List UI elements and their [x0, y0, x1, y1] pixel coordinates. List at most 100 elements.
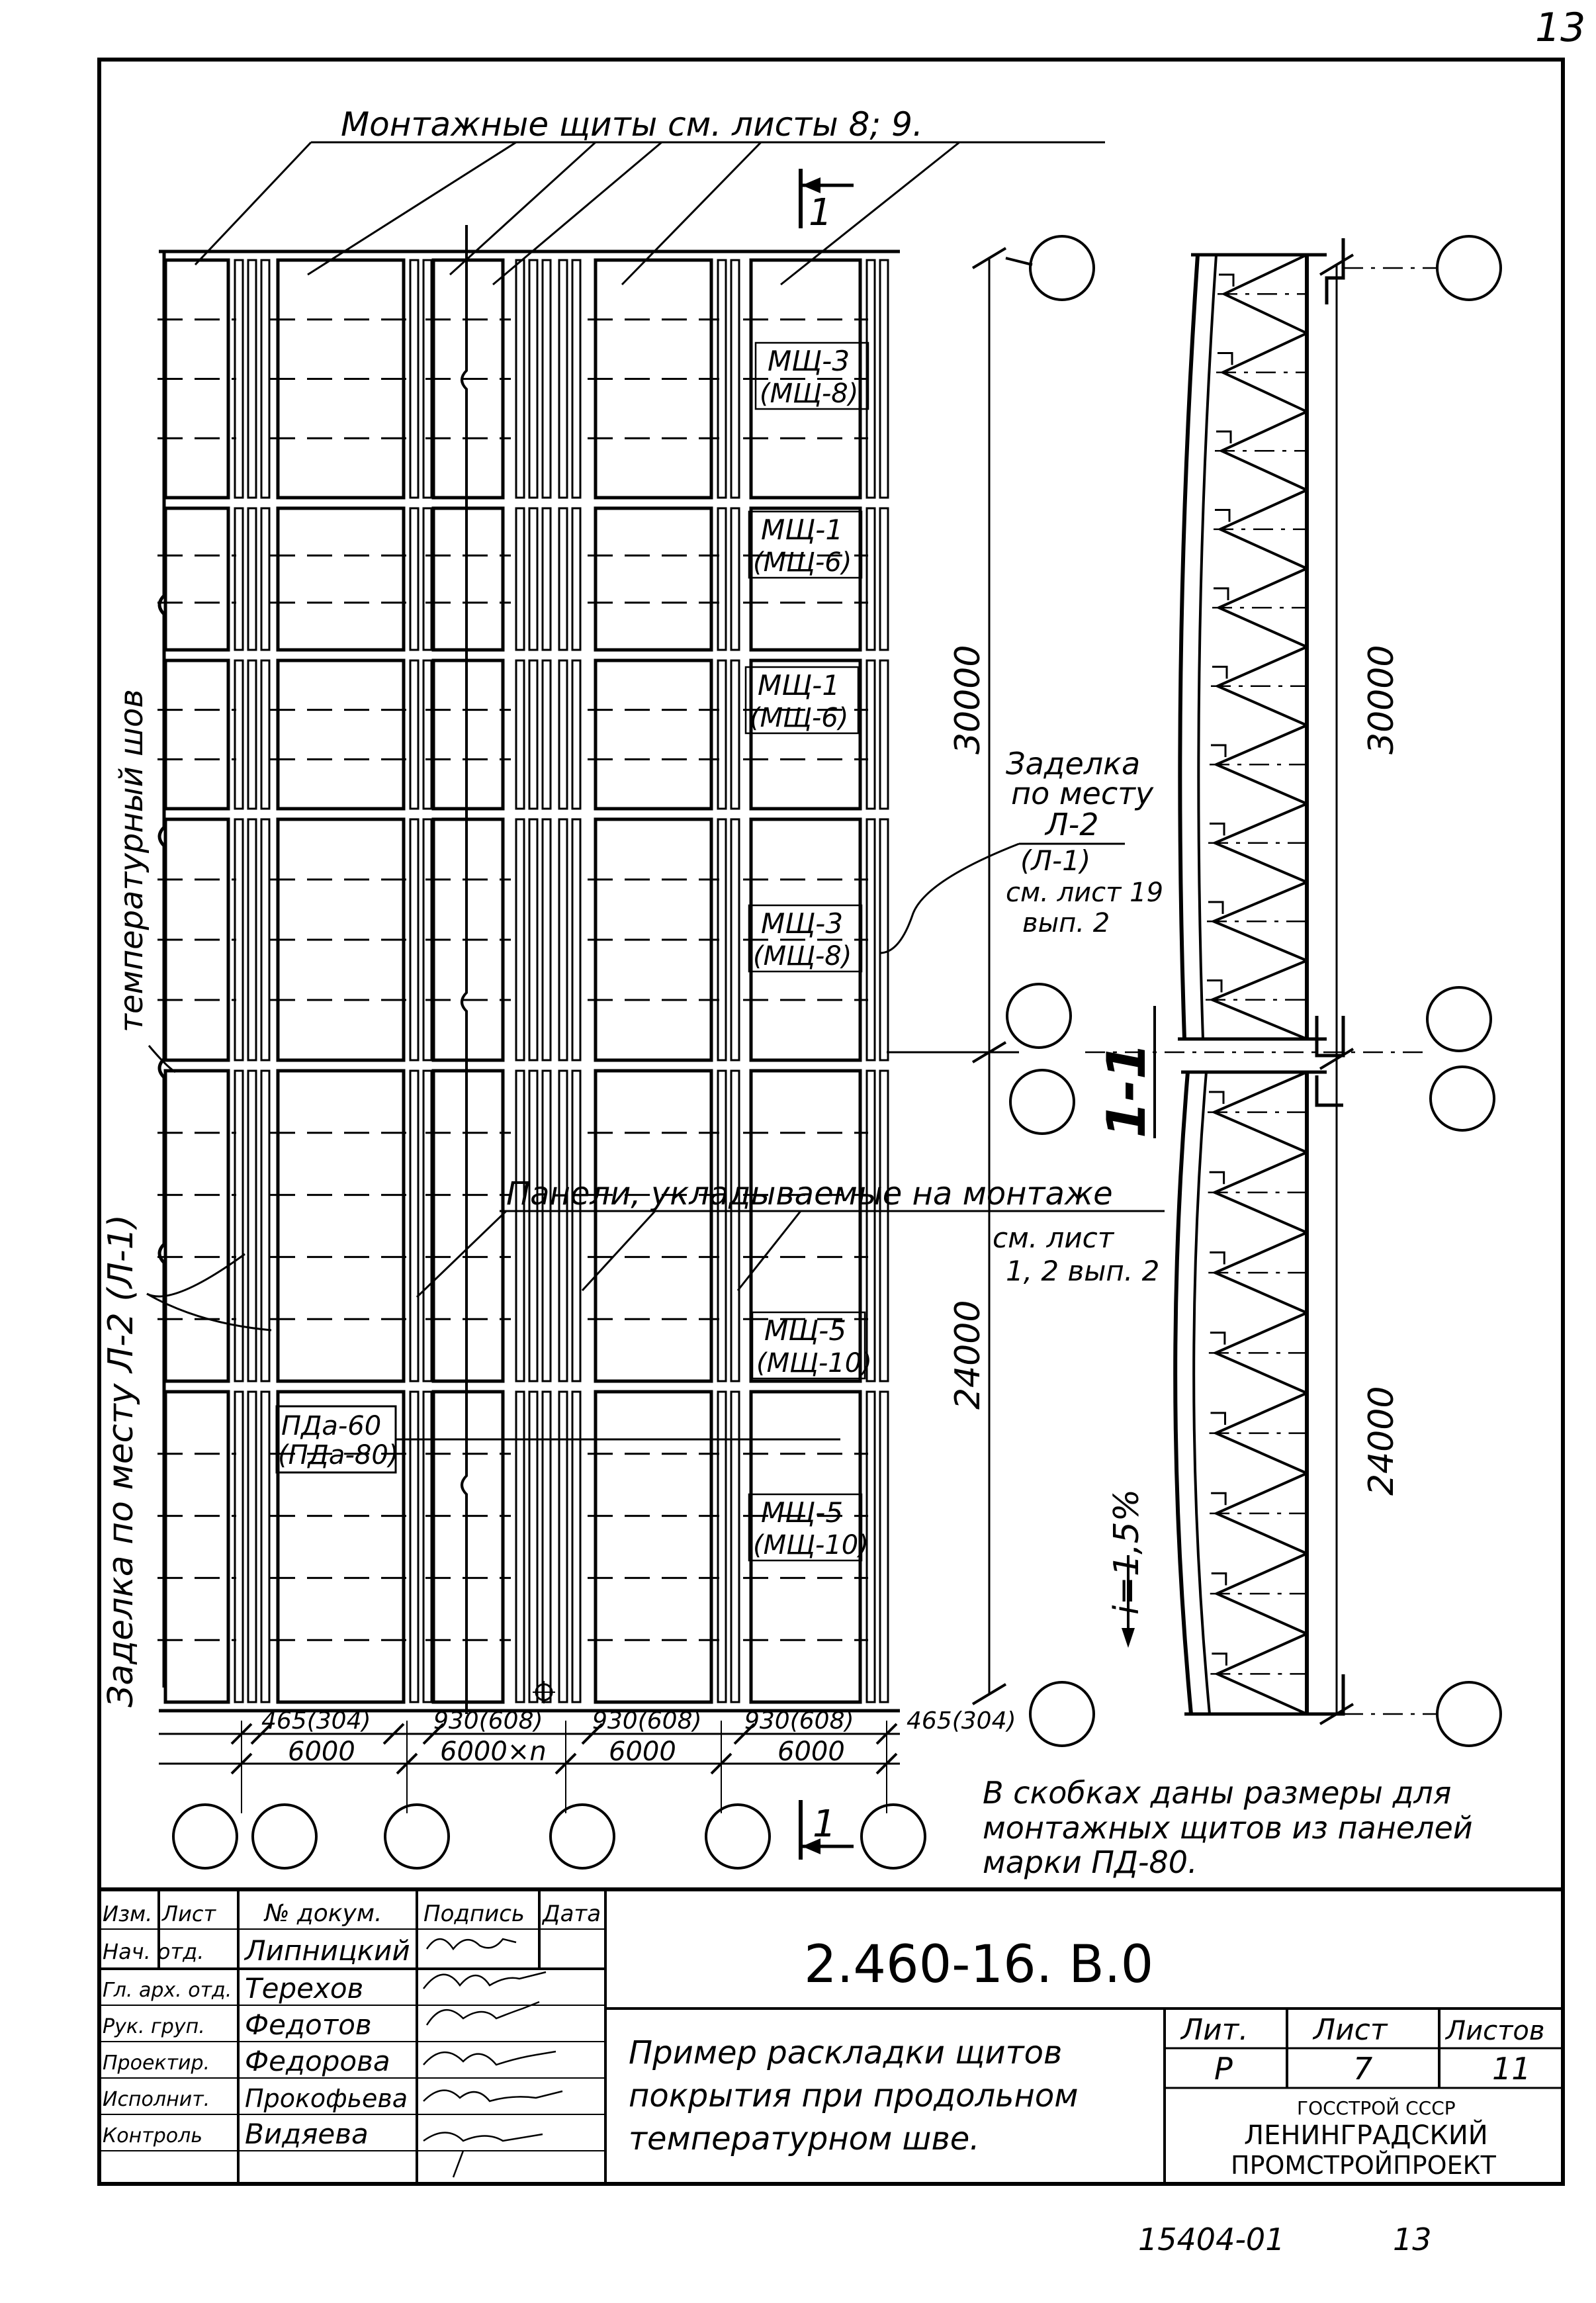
tb-name-3: Федотов	[245, 2009, 372, 2041]
panels-label: Монтажные щиты см. листы 8; 9.	[341, 105, 923, 144]
joint-strip	[247, 507, 257, 651]
panel-grid	[157, 249, 900, 1713]
purlin-bracket	[1211, 744, 1227, 757]
shield-panel	[276, 658, 406, 811]
joint-strip	[515, 659, 525, 810]
joint-strip	[247, 659, 257, 810]
seal-right-3: Л-2	[1044, 807, 1098, 842]
joint-strip	[571, 1069, 582, 1382]
laid-panels-label: Панели, укладываемые на монтаже	[506, 1175, 1113, 1212]
purlin-bracket	[1216, 430, 1232, 443]
purlin-bracket	[1219, 273, 1235, 287]
joint-strip	[260, 1390, 271, 1703]
slope-arrow	[1122, 1628, 1135, 1648]
seal-right-2: по месту	[1011, 776, 1154, 811]
seal-right: Заделка по месту Л-2 (Л-1) см. лист 19 в…	[879, 746, 1163, 954]
seal-line-left	[157, 251, 166, 1688]
joint-strip	[571, 1390, 582, 1703]
joint-strip	[528, 818, 539, 1061]
joint-strip	[422, 818, 433, 1061]
shield-panel	[163, 506, 230, 652]
tb-sheets: 11	[1492, 2051, 1531, 2087]
truss-lower	[1173, 1070, 1327, 1716]
bottom-dim-2: 6000×n	[440, 1737, 547, 1767]
joint-strip	[528, 1390, 539, 1703]
purlin-bracket	[1210, 1412, 1226, 1425]
tb-name-2: Терехов	[245, 1972, 363, 2005]
shield-panel	[749, 1390, 862, 1704]
tb-name-6: Видяева	[245, 2118, 369, 2150]
shield-mark-bottom: (МЩ-8)	[760, 379, 858, 409]
pda-label: ПДа-60 (ПДа-80)	[275, 1405, 840, 1703]
shield-panel	[431, 1390, 505, 1704]
tb-role-2: Гл. арх. отд.	[103, 1979, 232, 2002]
laid-panels-ref-2: 1, 2 вып. 2	[1006, 1255, 1159, 1287]
joint-strip	[260, 507, 271, 651]
seal-right-5: см. лист 19	[1006, 878, 1163, 908]
section-dim-30000: 30000	[1362, 645, 1401, 754]
shield-marks: МЩ-3(МЩ-8)МЩ-1(МЩ-6)МЩ-1(МЩ-6)МЩ-3(МЩ-8)…	[744, 341, 872, 1562]
tb-h-izm: Изм.	[103, 1901, 152, 1926]
footer-page: 13	[1393, 2222, 1432, 2257]
joint-strip	[247, 818, 257, 1061]
column-stub	[1317, 1674, 1345, 1716]
joint-strip	[247, 1390, 257, 1703]
seal-right-1: Заделка	[1006, 746, 1140, 782]
tb-name-1: Липницкий	[244, 1934, 410, 1967]
plan-dimension-bottom: 465(304) 930(608) 930(608) 930(608) 465(…	[159, 1707, 1016, 1813]
joint-strip	[865, 259, 876, 499]
tb-h-doc: № докум.	[263, 1900, 382, 1927]
purlin-bracket	[1212, 666, 1228, 679]
joint-strip	[730, 259, 740, 499]
joint-strip	[571, 659, 582, 810]
tb-stage: Р	[1214, 2051, 1233, 2087]
shield-panel	[431, 1069, 505, 1383]
joint-strip	[422, 259, 433, 499]
joint-strip	[422, 659, 433, 810]
tb-h-date: Дата	[541, 1901, 601, 1927]
joint-strip	[515, 818, 525, 1061]
joint-strip	[234, 1069, 244, 1382]
signatures	[423, 1938, 563, 2178]
bottom-dim-top-5: 465(304)	[907, 1707, 1016, 1735]
tb-name-4: Федорова	[245, 2045, 390, 2077]
joint-strip	[717, 259, 727, 499]
shield-mark-frame	[748, 904, 863, 973]
joint-strip	[879, 1069, 889, 1382]
joint-strip	[422, 1069, 433, 1382]
shield-panel	[594, 817, 713, 1062]
joint-label: температурный шов	[113, 689, 150, 1032]
joint-strip	[541, 1390, 552, 1703]
seal-left-leaders	[146, 1045, 272, 1332]
purlin-bracket	[1207, 979, 1223, 993]
shield-mark-top: МЩ-1	[761, 514, 843, 546]
joint-strip	[717, 1069, 727, 1382]
center-line	[461, 225, 468, 1714]
shield-panel	[163, 658, 230, 811]
shield-panel	[431, 506, 505, 652]
purlin-bracket	[1214, 587, 1229, 600]
purlin-bracket	[1208, 901, 1224, 914]
bottom-dim-top-4: 930(608)	[744, 1707, 854, 1735]
joint-strip	[234, 507, 244, 651]
top-chord	[1178, 254, 1200, 1040]
joint-strip	[409, 1390, 420, 1703]
doc-code: 2.460-16. В.0	[804, 1935, 1153, 1995]
sheet-frame	[97, 58, 1565, 2186]
joint-strip	[528, 507, 539, 651]
joint-strip	[558, 1069, 568, 1382]
truss-upper	[1085, 238, 1436, 1716]
shield-mark-top: МЩ-3	[768, 345, 850, 377]
shield-mark-top: МЩ-5	[761, 1496, 843, 1529]
joint-strip	[558, 1390, 568, 1703]
tb-org-1: ГОССТРОЙ СССР	[1297, 2097, 1456, 2119]
tb-stage-header: Лит.	[1180, 2013, 1248, 2047]
shield-mark-bottom: (МЩ-6)	[750, 703, 848, 733]
section-dimension-right: 30000 24000	[1319, 253, 1401, 1725]
purlin-bracket	[1210, 1332, 1226, 1345]
top-chord-inner	[1197, 254, 1218, 1040]
joint-strip	[422, 507, 433, 651]
footer-code: 15404-01	[1138, 2222, 1284, 2257]
joint-strip	[730, 659, 740, 810]
section-title: 1-1	[1096, 1042, 1157, 1138]
